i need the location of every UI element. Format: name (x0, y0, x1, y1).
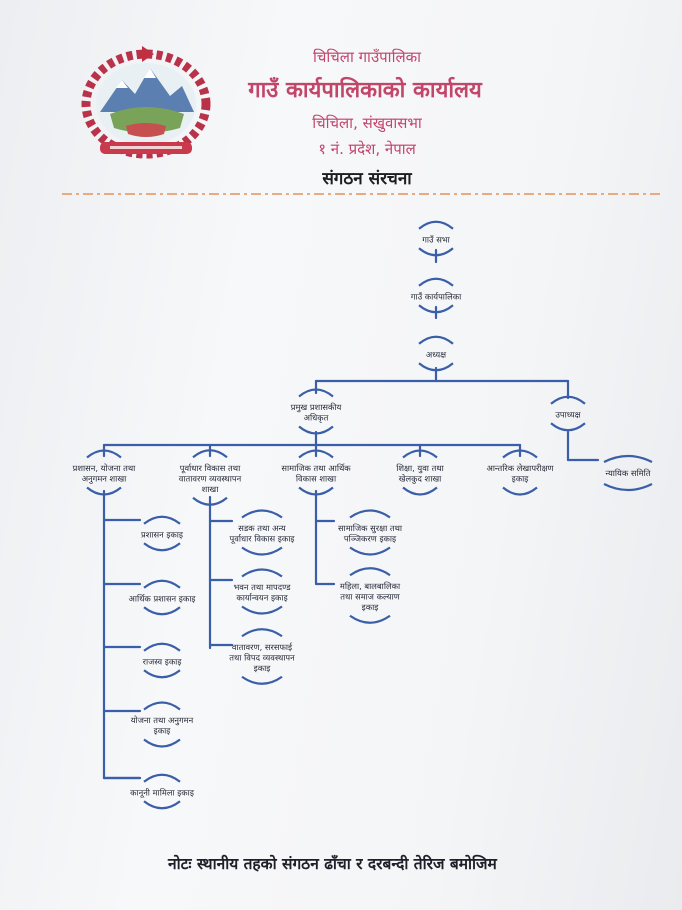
node-arc-top (418, 220, 454, 230)
node-arc-top (143, 701, 181, 711)
node-label: वातावरण, सरसफाई (232, 642, 293, 652)
node-label: प्रशासन, योजना तथा (73, 463, 137, 473)
node-arc-top (241, 568, 283, 578)
node-arc-top (349, 567, 391, 577)
node-arc-top (192, 449, 228, 459)
node-arc-bottom (143, 669, 181, 679)
node-arc-bottom (349, 614, 391, 624)
node-label: प्रमुख प्रशासकीय (291, 402, 342, 413)
node-arc-bottom (143, 738, 181, 748)
node-arc-top (143, 579, 181, 589)
node-arc-bottom (418, 304, 454, 314)
node-arc-bottom (418, 247, 454, 257)
node-arc-top (241, 509, 283, 519)
node-arc-top (298, 388, 334, 398)
node-label: इकाइ (154, 726, 172, 736)
node-arc-bottom (502, 486, 538, 496)
node-arc-bottom (603, 483, 653, 492)
node-arc-bottom (241, 605, 283, 615)
node-label: इकाइ (254, 663, 272, 673)
node-label: तथा विपद व्यवस्थापन (229, 652, 295, 662)
node-arc-top (349, 509, 391, 519)
node-arc-bottom (241, 675, 283, 685)
node-arc-top (402, 449, 438, 459)
node-arc-bottom (241, 546, 283, 556)
node-arc-top (241, 628, 283, 638)
node-label: पञ्जिकरण इकाइ (344, 534, 397, 544)
node-label: खेलकुद शाखा (399, 474, 442, 485)
node-label: शिक्षा, युवा तथा (396, 463, 444, 474)
node-arc-bottom (143, 542, 181, 552)
node-label: आर्थिक प्रशासन इकाइ (129, 593, 197, 603)
province-line: १ नं. प्रदेश, नेपाल (318, 140, 416, 158)
node-label: विकास शाखा (296, 474, 337, 484)
node-arc-top (143, 515, 181, 525)
node-label: कानूनी मामिला इकाइ (130, 787, 195, 798)
node-arc-bottom (349, 546, 391, 556)
node-label: सडक तथा अन्य (238, 523, 286, 533)
node-arc-top (86, 449, 122, 459)
node-label: शाखा (202, 484, 220, 494)
node-label: गाउँ सभा (422, 234, 450, 244)
node-arc-top (603, 454, 653, 463)
node-label: अध्यक्ष (426, 349, 447, 359)
node-arc-top (298, 449, 334, 459)
node-arc-top (143, 642, 181, 652)
node-label: गाउँ कार्यपालिका (411, 291, 462, 301)
node-arc-top (418, 277, 454, 287)
node-label: वातावरण व्यवस्थापन (179, 473, 242, 483)
node-label: महिला, बालबालिका (340, 581, 401, 591)
judicial-committee-label: न्यायिक समिति (606, 468, 651, 478)
footer-note: नोटः स्थानीय तहको संगठन ढाँचा र दरबन्दी … (168, 855, 497, 873)
node-label: इकाइ (362, 602, 380, 612)
node-arc-top (502, 449, 538, 459)
node-label: पूर्वाधार विकास तथा (180, 463, 241, 474)
node-label: अधिकृत (304, 413, 329, 424)
page-title: संगठन संरचना (322, 169, 412, 189)
node-label: सामाजिक तथा आर्थिक (281, 463, 351, 473)
node-label: आन्तरिक लेखापरीक्षण (486, 463, 554, 473)
node-arc-bottom (402, 486, 438, 496)
municipality-name: चिचिला गाउँपालिका (312, 48, 422, 66)
node-arc-top (143, 773, 181, 783)
node-label: योजना तथा अनुगमन (131, 715, 194, 726)
node-label: उपाध्यक्ष (555, 409, 581, 419)
office-address: चिचिला, संखुवासभा (312, 114, 422, 132)
node-label: अनुगमन शाखा (82, 474, 127, 485)
node-label: राजस्व इकाइ (143, 656, 183, 666)
node-label: इकाइ (512, 474, 530, 484)
node-label: सामाजिक सुरक्षा तथा (338, 523, 403, 534)
node-label: कार्यान्वयन इकाइ (236, 593, 288, 603)
node-arc-bottom (143, 606, 181, 616)
node-label: प्रशासन इकाइ (141, 529, 184, 539)
node-label: भवन तथा मापदण्ड (233, 582, 291, 592)
office-name: गाउँ कार्यपालिकाको कार्यालय (248, 78, 482, 103)
node-arc-top (550, 395, 586, 405)
node-arc-bottom (143, 800, 181, 810)
node-label: पूर्वाधार विकास इकाइ (230, 534, 296, 545)
nepal-emblem-icon (81, 46, 211, 159)
node-arc-bottom (550, 422, 586, 432)
node-label: तथा समाज कल्याण (340, 591, 400, 601)
node-arc-top (418, 335, 454, 345)
